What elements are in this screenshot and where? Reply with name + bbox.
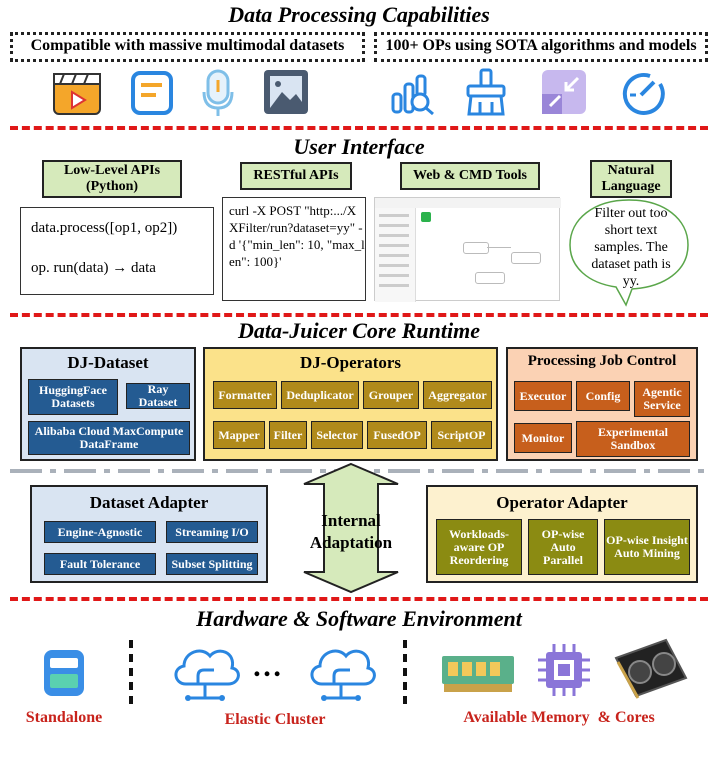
document-icon xyxy=(131,71,173,115)
speech-bubble xyxy=(569,199,689,307)
compress-icon xyxy=(542,70,586,114)
section-divider xyxy=(10,597,708,601)
engine-agnostic-chip: Engine-Agnostic xyxy=(44,521,156,543)
operator-adapter-panel: Operator Adapter Workloads-aware OP Reor… xyxy=(426,485,698,583)
operator-selector: Selector xyxy=(311,421,363,449)
operator-deduplicator: Deduplicator xyxy=(281,381,359,409)
monitor-chip: Monitor xyxy=(514,423,572,453)
experimental-sandbox-chip: Experimental Sandbox xyxy=(576,421,690,457)
op-reordering-chip: Workloads-aware OP Reordering xyxy=(436,519,522,575)
memory-cores-label: Available Memory & Cores xyxy=(463,709,655,726)
section-title-data-processing: Data Processing Capabilities xyxy=(228,2,490,27)
internal-adaptation-arrow xyxy=(303,462,399,594)
job-control-title: Processing Job Control xyxy=(527,353,677,369)
alibaba-maxcompute-chip: Alibaba Cloud MaxCompute DataFrame xyxy=(28,421,190,455)
separator-dashes xyxy=(403,640,407,710)
dj-operators-title: DJ-Operators xyxy=(299,353,402,372)
config-chip: Config xyxy=(576,381,630,411)
operator-adapter-title: Operator Adapter xyxy=(496,493,628,512)
web-cmd-tools-label: Web & CMD Tools xyxy=(400,162,540,190)
ellipsis: … xyxy=(252,650,282,683)
operator-formatter: Formatter xyxy=(213,381,277,409)
web-ui-screenshot xyxy=(374,197,561,302)
subset-splitting-chip: Subset Splitting xyxy=(166,553,258,575)
dataset-adapter-panel: Dataset Adapter Engine-Agnostic Streamin… xyxy=(30,485,268,583)
python-code-box: data.process([op1, op2]) op. run(data) →… xyxy=(20,207,214,295)
dj-operators-panel: DJ-Operators Formatter Deduplicator Grou… xyxy=(203,347,498,461)
fault-tolerance-chip: Fault Tolerance xyxy=(44,553,156,575)
operator-grouper: Grouper xyxy=(363,381,419,409)
curl-command-text: curl -X POST "http:.../XXFilter/run?data… xyxy=(229,203,365,269)
operator-filter: Filter xyxy=(269,421,307,449)
server-icon xyxy=(44,650,84,696)
section-title-core-runtime: Data-Juicer Core Runtime xyxy=(237,318,480,343)
section-divider xyxy=(10,313,708,317)
cpu-icon xyxy=(538,644,590,696)
section-divider xyxy=(10,126,708,130)
op-auto-parallel-chip: OP-wise Auto Parallel xyxy=(528,519,598,575)
operator-aggregator: Aggregator xyxy=(423,381,492,409)
curl-code-box: curl -X POST "http:.../XXFilter/run?data… xyxy=(222,197,366,301)
analysis-icon xyxy=(391,74,434,116)
low-level-apis-label: Low-Level APIs (Python) xyxy=(42,160,182,198)
multimodal-datasets-label: Compatible with massive multimodal datas… xyxy=(10,32,365,62)
executor-chip: Executor xyxy=(514,381,572,411)
image-icon xyxy=(264,70,308,114)
section-title-user-interface: User Interface xyxy=(293,134,425,159)
natural-language-query: Filter out too short text samples. The d… xyxy=(591,206,671,289)
audio-icon xyxy=(202,69,234,116)
elastic-cluster-label: Elastic Cluster xyxy=(224,711,326,728)
dataset-adapter-title: Dataset Adapter xyxy=(89,493,209,512)
restful-apis-label: RESTful APIs xyxy=(240,162,352,190)
cloud-icon xyxy=(174,649,240,701)
processing-job-control-panel: Processing Job Control Executor Config A… xyxy=(506,347,698,461)
ops-count-label: 100+ OPs using SOTA algorithms and model… xyxy=(374,32,708,62)
dj-dataset-title: DJ-Dataset xyxy=(67,353,149,372)
operator-fusedop: FusedOP xyxy=(367,421,427,449)
cloud-icon xyxy=(310,649,376,701)
code-line-run: op. run(data) → data xyxy=(31,260,156,276)
internal-adaptation-label: Internal Adaptation xyxy=(309,511,393,552)
operator-scriptop: ScriptOP xyxy=(431,421,492,449)
cleaning-brush-icon xyxy=(466,68,506,116)
section-title-hardware: Hardware & Software Environment xyxy=(196,606,522,631)
op-insight-mining-chip: OP-wise Insight Auto Mining xyxy=(604,519,690,575)
ray-dataset-chip: Ray Dataset xyxy=(126,383,190,409)
standalone-label: Standalone xyxy=(25,709,103,726)
agentic-service-chip: Agentic Service xyxy=(634,381,690,417)
separator-dashes xyxy=(129,640,133,710)
code-line-process: data.process([op1, op2]) xyxy=(31,220,178,236)
operator-mapper: Mapper xyxy=(213,421,265,449)
dj-dataset-panel: DJ-Dataset HuggingFace Datasets Ray Data… xyxy=(20,347,196,461)
huggingface-datasets-chip: HuggingFace Datasets xyxy=(28,379,118,415)
speed-gauge-icon xyxy=(622,72,665,115)
video-icon xyxy=(53,73,101,115)
gpu-icon xyxy=(614,638,688,699)
streaming-io-chip: Streaming I/O xyxy=(166,521,258,543)
memory-icon xyxy=(442,656,514,692)
natural-language-label: Natural Language xyxy=(590,160,672,198)
